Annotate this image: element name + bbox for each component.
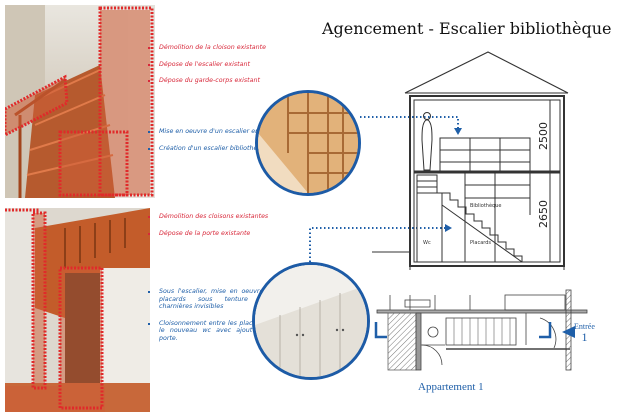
list-item: Dépose du garde-corps existant (147, 77, 275, 85)
list-item: Dépose de la porte existante (147, 230, 275, 238)
list-item: Mise en oeuvre d'un escalier en bois (147, 128, 275, 136)
label-wc: Wc (423, 240, 431, 246)
entrance-text: Entrée (574, 322, 595, 331)
arrow-right-icon (445, 224, 452, 232)
label-library: Bibliothèque (470, 202, 501, 209)
list-item: Démolition des cloisons existantes (147, 213, 275, 221)
staircase-photo-illustration (5, 5, 155, 198)
top-new-work-list: Mise en oeuvre d'un escalier en bois Cré… (147, 128, 275, 161)
section-cut-markers (374, 322, 552, 339)
section-drawing (372, 51, 569, 270)
dimension-lower: 2650 (537, 200, 550, 228)
entrance-label: Entrée 1 (574, 322, 595, 344)
cupboards-illustration (255, 265, 367, 377)
top-demolition-list: Démolition de la cloison existante Dépos… (147, 44, 275, 94)
list-item: Sous l'escalier, mise en oeuvre de placa… (147, 288, 275, 311)
bottom-new-work-list: Sous l'escalier, mise en oeuvre de placa… (147, 288, 275, 352)
entrance-number: 1 (581, 330, 588, 344)
bookshelf-staircase-reference-image (255, 90, 361, 196)
bookshelf-illustration (258, 93, 358, 193)
photo-under-staircase (5, 208, 150, 412)
list-item: Cloisonnement entre les placards et le n… (147, 320, 275, 343)
connector-lines (309, 116, 459, 262)
dimension-upper: 2500 (537, 122, 550, 150)
list-item: Démolition de la cloison existante (147, 44, 275, 52)
entrance-arrow-icon (562, 326, 575, 338)
plan-caption: Appartement 1 (418, 381, 484, 393)
label-cupboards: Placards (470, 240, 491, 246)
under-staircase-photo-illustration (5, 208, 150, 412)
list-item: Dépose de l'escalier existant (147, 61, 275, 69)
hidden-cupboards-reference-image (252, 262, 370, 380)
arrow-down-icon (454, 128, 462, 135)
photo-existing-staircase (5, 5, 155, 198)
floor-plan (376, 289, 588, 371)
bottom-demolition-list: Démolition des cloisons existantes Dépos… (147, 213, 275, 246)
page-title: Agencement - Escalier bibliothèque (322, 19, 612, 38)
list-item: Création d'un escalier bibliothèque (147, 145, 275, 153)
